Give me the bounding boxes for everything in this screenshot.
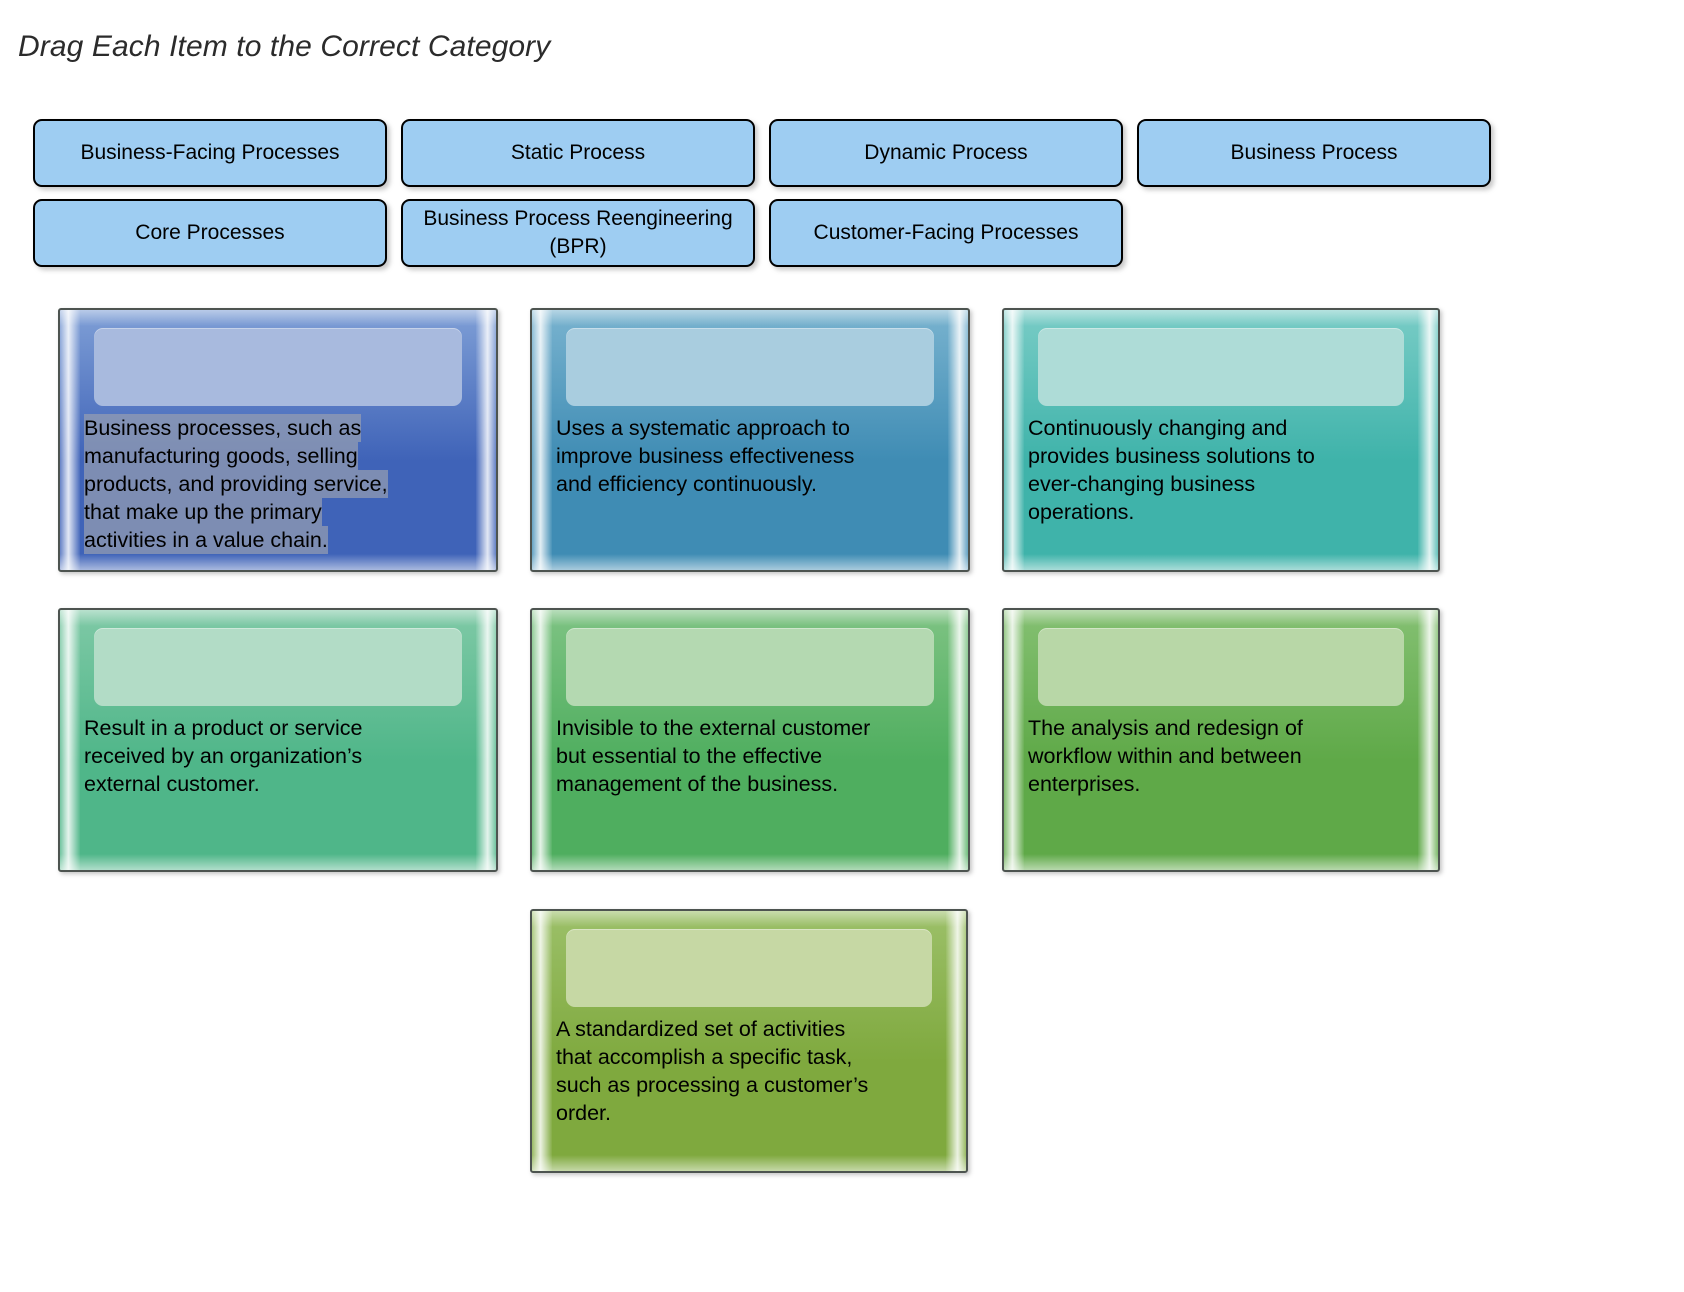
- card-bevel-left: [1004, 610, 1024, 870]
- card-bevel-bottom: [532, 554, 968, 570]
- card-bevel-bottom: [60, 854, 496, 870]
- card-text-line: workflow within and between: [1028, 744, 1302, 768]
- card-text-line: order.: [556, 1101, 611, 1125]
- card-bevel-bottom: [60, 554, 496, 570]
- card-inner-panel: [566, 929, 932, 1007]
- card-text-line: Invisible to the external customer: [556, 716, 871, 740]
- card-text-line: operations.: [1028, 500, 1135, 524]
- card-inner-panel: [566, 628, 934, 706]
- category-static-process[interactable]: Static Process: [401, 119, 755, 187]
- card-text-line: enterprises.: [1028, 772, 1141, 796]
- card-text: Continuously changing and provides busine…: [1028, 414, 1422, 526]
- item-card-business-facing[interactable]: Invisible to the external customer but es…: [530, 608, 970, 872]
- category-dynamic-process[interactable]: Dynamic Process: [769, 119, 1123, 187]
- card-text: Invisible to the external customer but es…: [556, 714, 952, 798]
- item-card-bpr-redesign[interactable]: The analysis and redesign of workflow wit…: [1002, 608, 1440, 872]
- item-card-business-process[interactable]: A standardized set of activities that acc…: [530, 909, 968, 1173]
- card-text-line: that accomplish a specific task,: [556, 1045, 853, 1069]
- card-text: Result in a product or service received b…: [84, 714, 480, 798]
- card-bevel-top: [60, 310, 496, 326]
- card-text-line: provides business solutions to: [1028, 444, 1315, 468]
- category-label: Static Process: [510, 140, 646, 164]
- category-business-process[interactable]: Business Process: [1137, 119, 1491, 187]
- category-customer-facing-processes[interactable]: Customer-Facing Processes: [769, 199, 1123, 267]
- card-inner-panel: [1038, 628, 1404, 706]
- category-label: Dynamic Process: [864, 140, 1028, 164]
- page-title: Drag Each Item to the Correct Category: [18, 30, 551, 63]
- card-inner-panel: [94, 628, 462, 706]
- card-bevel-left: [532, 911, 552, 1171]
- card-text-line: received by an organization’s: [84, 744, 363, 768]
- card-text: A standardized set of activities that acc…: [556, 1015, 950, 1127]
- card-bevel-bottom: [1004, 854, 1438, 870]
- card-text-line: activities in a value chain.: [84, 526, 328, 554]
- card-text-line: Continuously changing and: [1028, 416, 1288, 440]
- card-text-line: ever-changing business: [1028, 472, 1256, 496]
- card-bevel-top: [60, 610, 496, 626]
- card-bevel-bottom: [532, 854, 968, 870]
- card-text-line: improve business effectiveness: [556, 444, 855, 468]
- card-bevel-top: [532, 610, 968, 626]
- card-text-line: A standardized set of activities: [556, 1017, 846, 1041]
- card-bevel-top: [532, 310, 968, 326]
- category-label: Business-Facing Processes: [80, 140, 340, 164]
- card-bevel-left: [1004, 310, 1024, 570]
- category-business-facing-processes[interactable]: Business-Facing Processes: [33, 119, 387, 187]
- card-text-line: products, and providing service,: [84, 470, 388, 498]
- card-text: Uses a systematic approach to improve bus…: [556, 414, 952, 498]
- card-text-line: Business processes, such as: [84, 414, 362, 442]
- card-bevel-bottom: [532, 1155, 966, 1171]
- card-bevel-left: [532, 310, 552, 570]
- card-bevel-left: [60, 310, 80, 570]
- card-text-line: Uses a systematic approach to: [556, 416, 850, 440]
- category-bpr[interactable]: Business Process Reengineering (BPR): [401, 199, 755, 267]
- item-card-dynamic-process[interactable]: Continuously changing and provides busine…: [1002, 308, 1440, 572]
- item-card-bpr-continuous[interactable]: Uses a systematic approach to improve bus…: [530, 308, 970, 572]
- card-inner-panel: [94, 328, 462, 406]
- card-text-line: manufacturing goods, selling: [84, 442, 358, 470]
- card-text-line: but essential to the effective: [556, 744, 823, 768]
- card-text-line: that make up the primary: [84, 498, 322, 526]
- card-bevel-left: [60, 610, 80, 870]
- card-bevel-bottom: [1004, 554, 1438, 570]
- item-card-customer-facing[interactable]: Result in a product or service received b…: [58, 608, 498, 872]
- card-text-line: such as processing a customer’s: [556, 1073, 869, 1097]
- card-text-line: Result in a product or service: [84, 716, 363, 740]
- category-label: Core Processes: [135, 220, 285, 244]
- card-text-line: and efficiency continuously.: [556, 472, 817, 496]
- card-bevel-top: [1004, 610, 1438, 626]
- category-label: Business Process: [1230, 140, 1398, 164]
- card-text-line: The analysis and redesign of: [1028, 716, 1303, 740]
- card-text-line: management of the business.: [556, 772, 839, 796]
- card-bevel-top: [1004, 310, 1438, 326]
- category-label: Business Process Reengineering (BPR): [423, 206, 733, 258]
- card-bevel-left: [532, 610, 552, 870]
- card-inner-panel: [1038, 328, 1404, 406]
- category-label: Customer-Facing Processes: [813, 220, 1079, 244]
- card-text: The analysis and redesign of workflow wit…: [1028, 714, 1422, 798]
- card-inner-panel: [566, 328, 934, 406]
- card-text-line: external customer.: [84, 772, 260, 796]
- card-bevel-top: [532, 911, 966, 927]
- category-core-processes[interactable]: Core Processes: [33, 199, 387, 267]
